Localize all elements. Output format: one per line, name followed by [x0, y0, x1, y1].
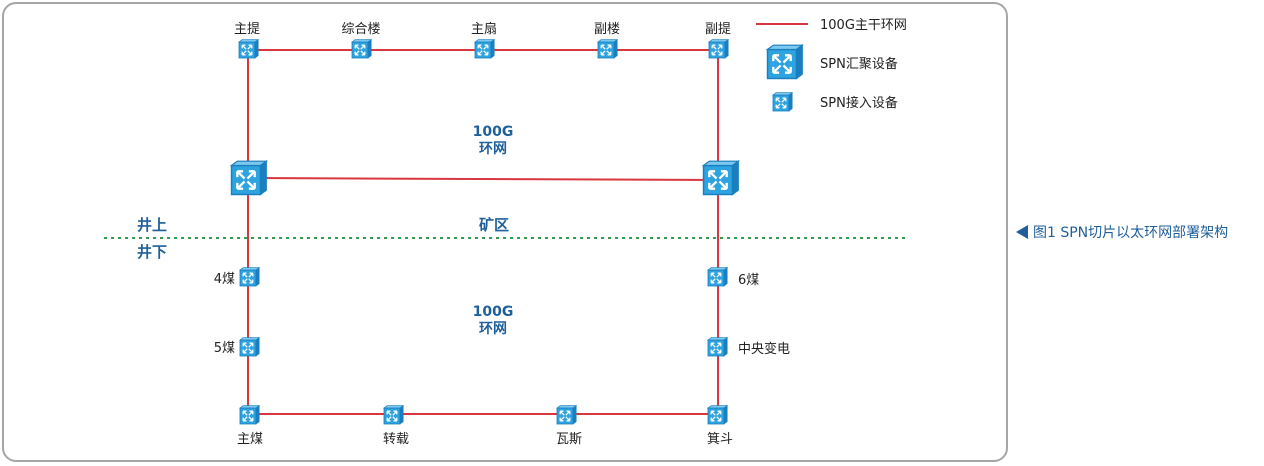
aggregation-device-left	[230, 159, 268, 196]
access-device-6mei	[707, 266, 728, 287]
node-label-5mei: 5煤	[214, 341, 235, 356]
node-label-jidou: 箕斗	[707, 431, 733, 447]
access-device-futi	[708, 38, 729, 59]
access-device-zonghelou	[351, 38, 372, 59]
aggregation-device-right	[702, 159, 740, 196]
legend: 100G主干环网 SPN汇聚设备 SPN接入设备	[756, 18, 907, 112]
node-label-zhushan: 主扇	[471, 21, 497, 37]
caption-text: 图1 SPN切片以太环网部署架构	[1033, 225, 1229, 241]
node-label-zhuanzai: 转载	[383, 432, 409, 447]
node-label-fulou: 副楼	[594, 22, 620, 37]
diagram-frame	[2, 2, 1008, 462]
legend-aggregation-label: SPN汇聚设备	[820, 56, 898, 72]
access-device-zhushan	[474, 38, 495, 59]
lower-ring-speed: 100G	[473, 304, 514, 320]
node-label-futi: 副提	[705, 21, 731, 37]
zone-label-area: 矿区	[479, 216, 509, 234]
caption-arrow-icon	[1016, 225, 1028, 239]
legend-aggregation-icon	[766, 43, 804, 80]
legend-access-icon	[772, 91, 793, 112]
upper-ring-speed: 100G	[473, 124, 514, 140]
access-device-jidou	[707, 404, 728, 425]
node-label-4mei: 4煤	[214, 272, 235, 287]
access-device-fulou	[597, 38, 618, 59]
legend-line-label: 100G主干环网	[820, 18, 907, 33]
access-device-wasi	[556, 404, 577, 425]
access-device-4mei	[239, 266, 260, 287]
access-device-zhongyang	[707, 336, 728, 357]
upper-ring-type: 环网	[479, 141, 507, 157]
node-label-zhongyang: 中央变电	[738, 341, 790, 357]
node-label-zhumei: 主煤	[237, 432, 263, 447]
access-device-zhumei	[239, 404, 260, 425]
access-device-zhuanzai	[383, 404, 404, 425]
lower-ring-type: 环网	[479, 321, 507, 337]
legend-access-label: SPN接入设备	[820, 95, 898, 111]
node-label-zonghelou: 综合楼	[341, 22, 380, 37]
zone-label-above: 井上	[137, 216, 167, 234]
node-label-zhuti: 主提	[234, 21, 260, 37]
figure-caption: 图1 SPN切片以太环网部署架构	[1016, 222, 1228, 242]
access-device-5mei	[239, 336, 260, 357]
node-label-wasi: 瓦斯	[556, 432, 582, 447]
link-middle	[247, 177, 719, 181]
node-label-6mei: 6煤	[738, 273, 759, 288]
zone-label-below: 井下	[137, 243, 167, 261]
access-device-zhuti	[238, 38, 259, 59]
